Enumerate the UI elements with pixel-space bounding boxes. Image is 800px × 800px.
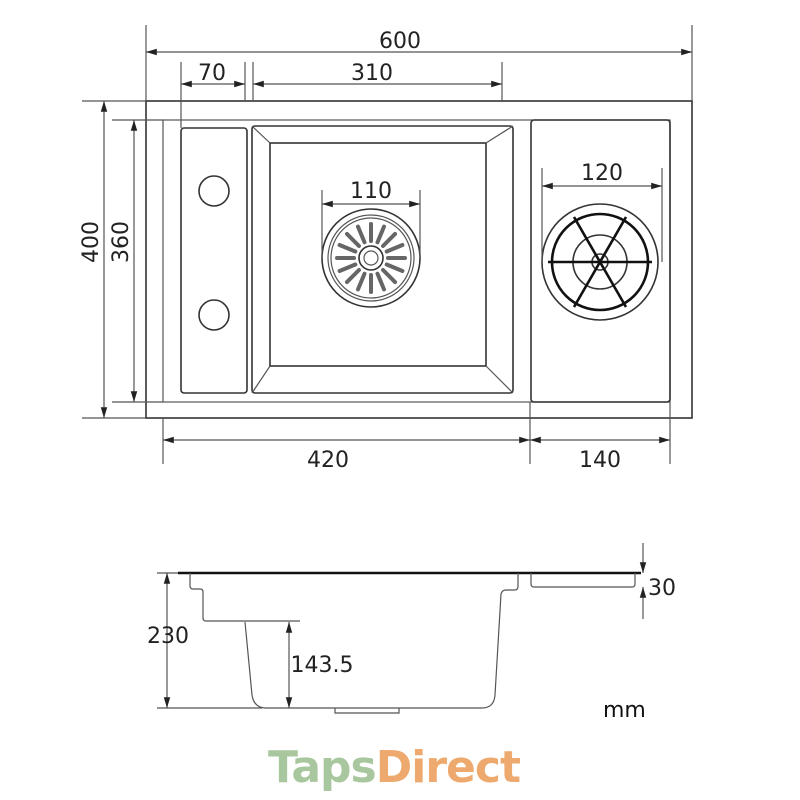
dim-drain: 110: [350, 179, 392, 204]
dim-overall-width: 600: [379, 29, 421, 54]
strainer-slot: [344, 268, 361, 285]
dim-bowl-section: 420: [307, 448, 349, 473]
strainer-slot: [384, 262, 405, 274]
dim-total-height: 230: [147, 624, 189, 649]
bowl-floor: [269, 142, 487, 367]
dim-rinser-section: 140: [579, 448, 621, 473]
sink-outline: [145, 100, 693, 419]
strainer-slot: [375, 271, 387, 292]
dim-main-bowl: 310: [351, 61, 393, 86]
strainer-slot: [381, 268, 398, 285]
dim-left-section: 70: [198, 61, 226, 86]
tap-deck: [180, 127, 248, 394]
dim-inner-depth: 360: [109, 221, 134, 263]
rinser-compartment: [530, 119, 671, 403]
strainer-slot: [375, 224, 387, 245]
strainer-slot: [337, 242, 358, 254]
dim-rinser: 120: [581, 161, 623, 186]
tap-hole: [198, 175, 230, 207]
logo-part-direct: Direct: [375, 742, 521, 793]
strainer-slot: [355, 271, 367, 292]
side-view: 230 143.5 30: [147, 543, 676, 714]
dim-bowl-depth: 143.5: [291, 653, 354, 678]
glass-rinser-icon: [541, 203, 659, 321]
top-view: 600 70 310 400 360 420 140 110 120: [79, 25, 693, 473]
strainer-slot: [355, 224, 367, 245]
dim-overall-depth: 400: [79, 221, 104, 263]
logo-part-taps: Taps: [268, 742, 377, 793]
brand-logo: TapsDirect: [268, 742, 521, 793]
dim-rinser-depth: 30: [648, 576, 676, 601]
strainer-slot: [381, 231, 398, 248]
tap-hole: [198, 299, 230, 331]
main-bowl: [251, 125, 514, 394]
strainer-slot: [384, 242, 405, 254]
drain-strainer-icon: [321, 208, 421, 308]
strainer-slot: [344, 231, 361, 248]
strainer-slot: [337, 262, 358, 274]
unit-label: mm: [603, 698, 646, 723]
